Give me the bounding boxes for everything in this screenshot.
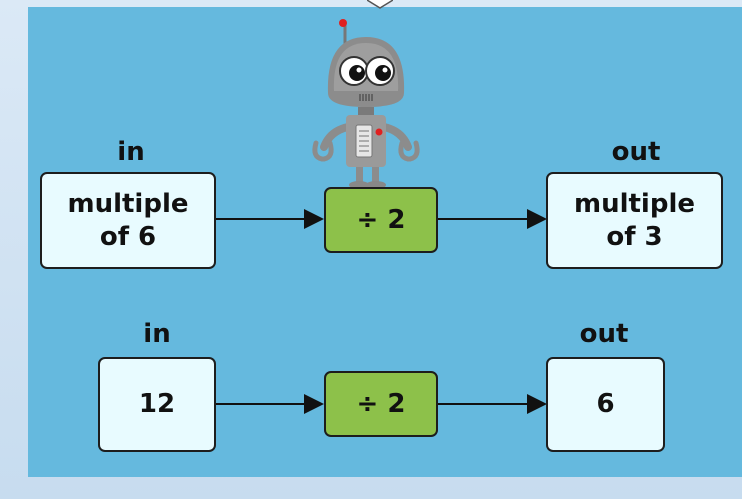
operation-box: ÷ 2 <box>324 187 438 253</box>
in-label: in <box>117 137 145 167</box>
out-label: out <box>611 137 661 167</box>
robot-icon <box>312 19 420 189</box>
input-box: multiple of 6 <box>40 172 216 269</box>
operation-box: ÷ 2 <box>324 371 438 437</box>
top-tab-notch <box>367 0 393 9</box>
output-box: multiple of 3 <box>546 172 723 269</box>
output-box: 6 <box>546 357 665 452</box>
input-box: 12 <box>98 357 216 452</box>
out-label: out <box>579 319 629 349</box>
in-label: in <box>143 319 171 349</box>
